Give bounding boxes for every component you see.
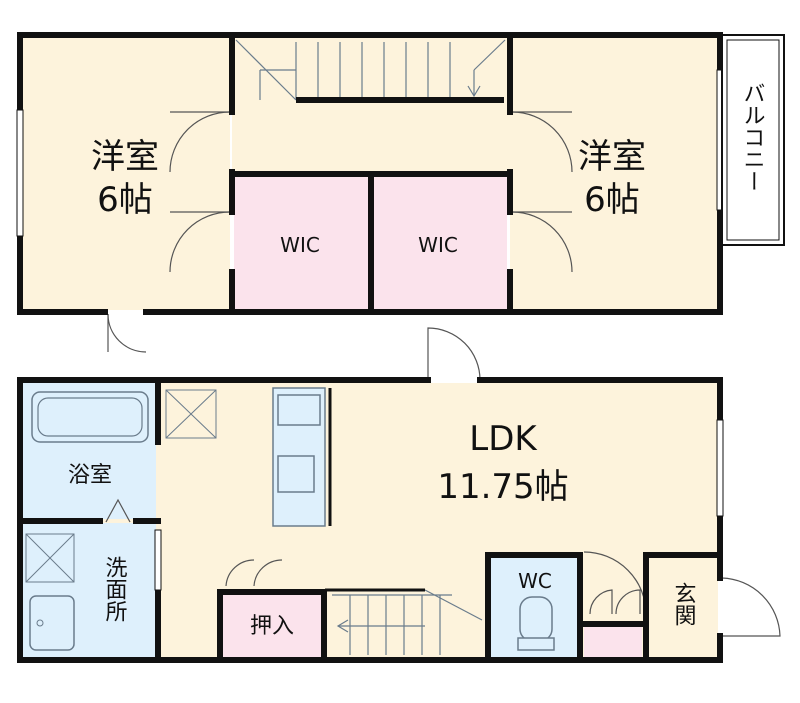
toilet-fixture bbox=[517, 596, 555, 651]
room-right-floor bbox=[510, 38, 717, 310]
balcony bbox=[721, 34, 785, 246]
toilet-label: WC bbox=[518, 569, 552, 593]
lower-floor: LDK 11.75帖 浴室 洗面所 押入 WC 玄関 bbox=[17, 327, 781, 663]
lower-stairs bbox=[332, 589, 483, 655]
upper-doors bbox=[107, 111, 573, 353]
ldk-size: 11.75帖 bbox=[437, 467, 568, 507]
wic-left-label: WIC bbox=[280, 233, 320, 257]
lower-doors bbox=[105, 327, 781, 637]
washroom-label: 洗面所 bbox=[102, 556, 128, 622]
room-right-name: 洋室 bbox=[578, 137, 646, 177]
room-left-name: 洋室 bbox=[91, 137, 159, 177]
wic-left-floor bbox=[234, 176, 368, 310]
closet-label: 押入 bbox=[250, 614, 294, 639]
bathtub bbox=[31, 391, 149, 443]
upper-stairs bbox=[235, 39, 506, 101]
washbasin bbox=[29, 595, 75, 651]
lower-walls bbox=[17, 377, 723, 663]
storage-boxes bbox=[25, 389, 217, 583]
kitchen-counter bbox=[272, 387, 326, 527]
lower-windows bbox=[154, 419, 724, 591]
ldk-name: LDK bbox=[469, 419, 538, 459]
entrance-storage-floor bbox=[584, 625, 642, 657]
closet-floor bbox=[222, 594, 322, 657]
bath-label: 浴室 bbox=[68, 463, 112, 488]
room-left-floor bbox=[22, 38, 230, 310]
wic-right-label: WIC bbox=[418, 233, 458, 257]
room-left-size: 6帖 bbox=[97, 180, 153, 220]
wic-right-floor bbox=[373, 176, 507, 310]
room-right-size: 6帖 bbox=[584, 180, 640, 220]
upper-floor: 洋室 6帖 洋室 6帖 WIC WIC バルコニー bbox=[16, 32, 785, 353]
balcony-label: バルコニー bbox=[740, 82, 765, 192]
hall-floor bbox=[232, 38, 510, 176]
entrance-label: 玄関 bbox=[671, 582, 696, 626]
